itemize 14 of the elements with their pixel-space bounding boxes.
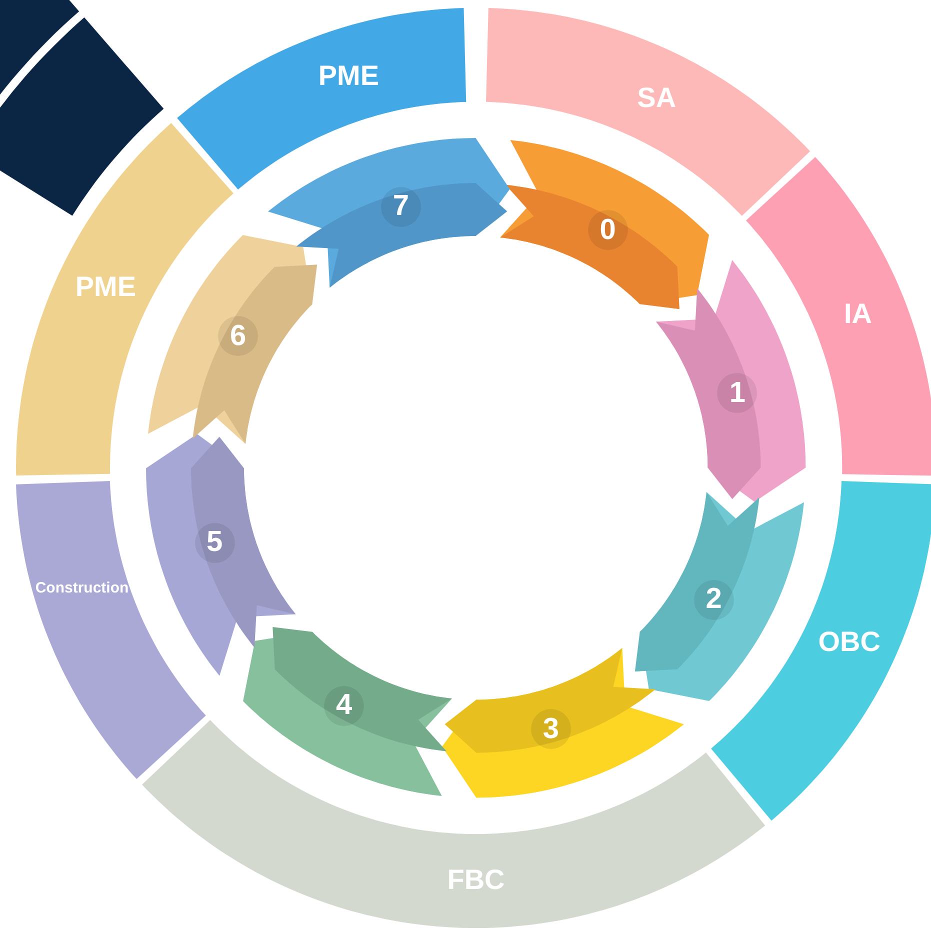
segment-label: SA: [637, 84, 676, 112]
segment-label: OBC: [818, 628, 880, 656]
segment-label: IA: [844, 300, 872, 328]
step-number: 0: [588, 210, 628, 250]
step-number: 5: [194, 522, 235, 563]
step-number: 4: [324, 686, 364, 726]
segment-label: PME: [75, 273, 136, 302]
segment-label: Construction: [35, 580, 129, 596]
step-number: 6: [218, 316, 258, 356]
step-number: 7: [381, 186, 421, 227]
step-number: 2: [694, 580, 734, 620]
step-number: 3: [530, 709, 571, 750]
segment-label: PME: [318, 62, 380, 90]
step-number: 1: [717, 373, 758, 413]
